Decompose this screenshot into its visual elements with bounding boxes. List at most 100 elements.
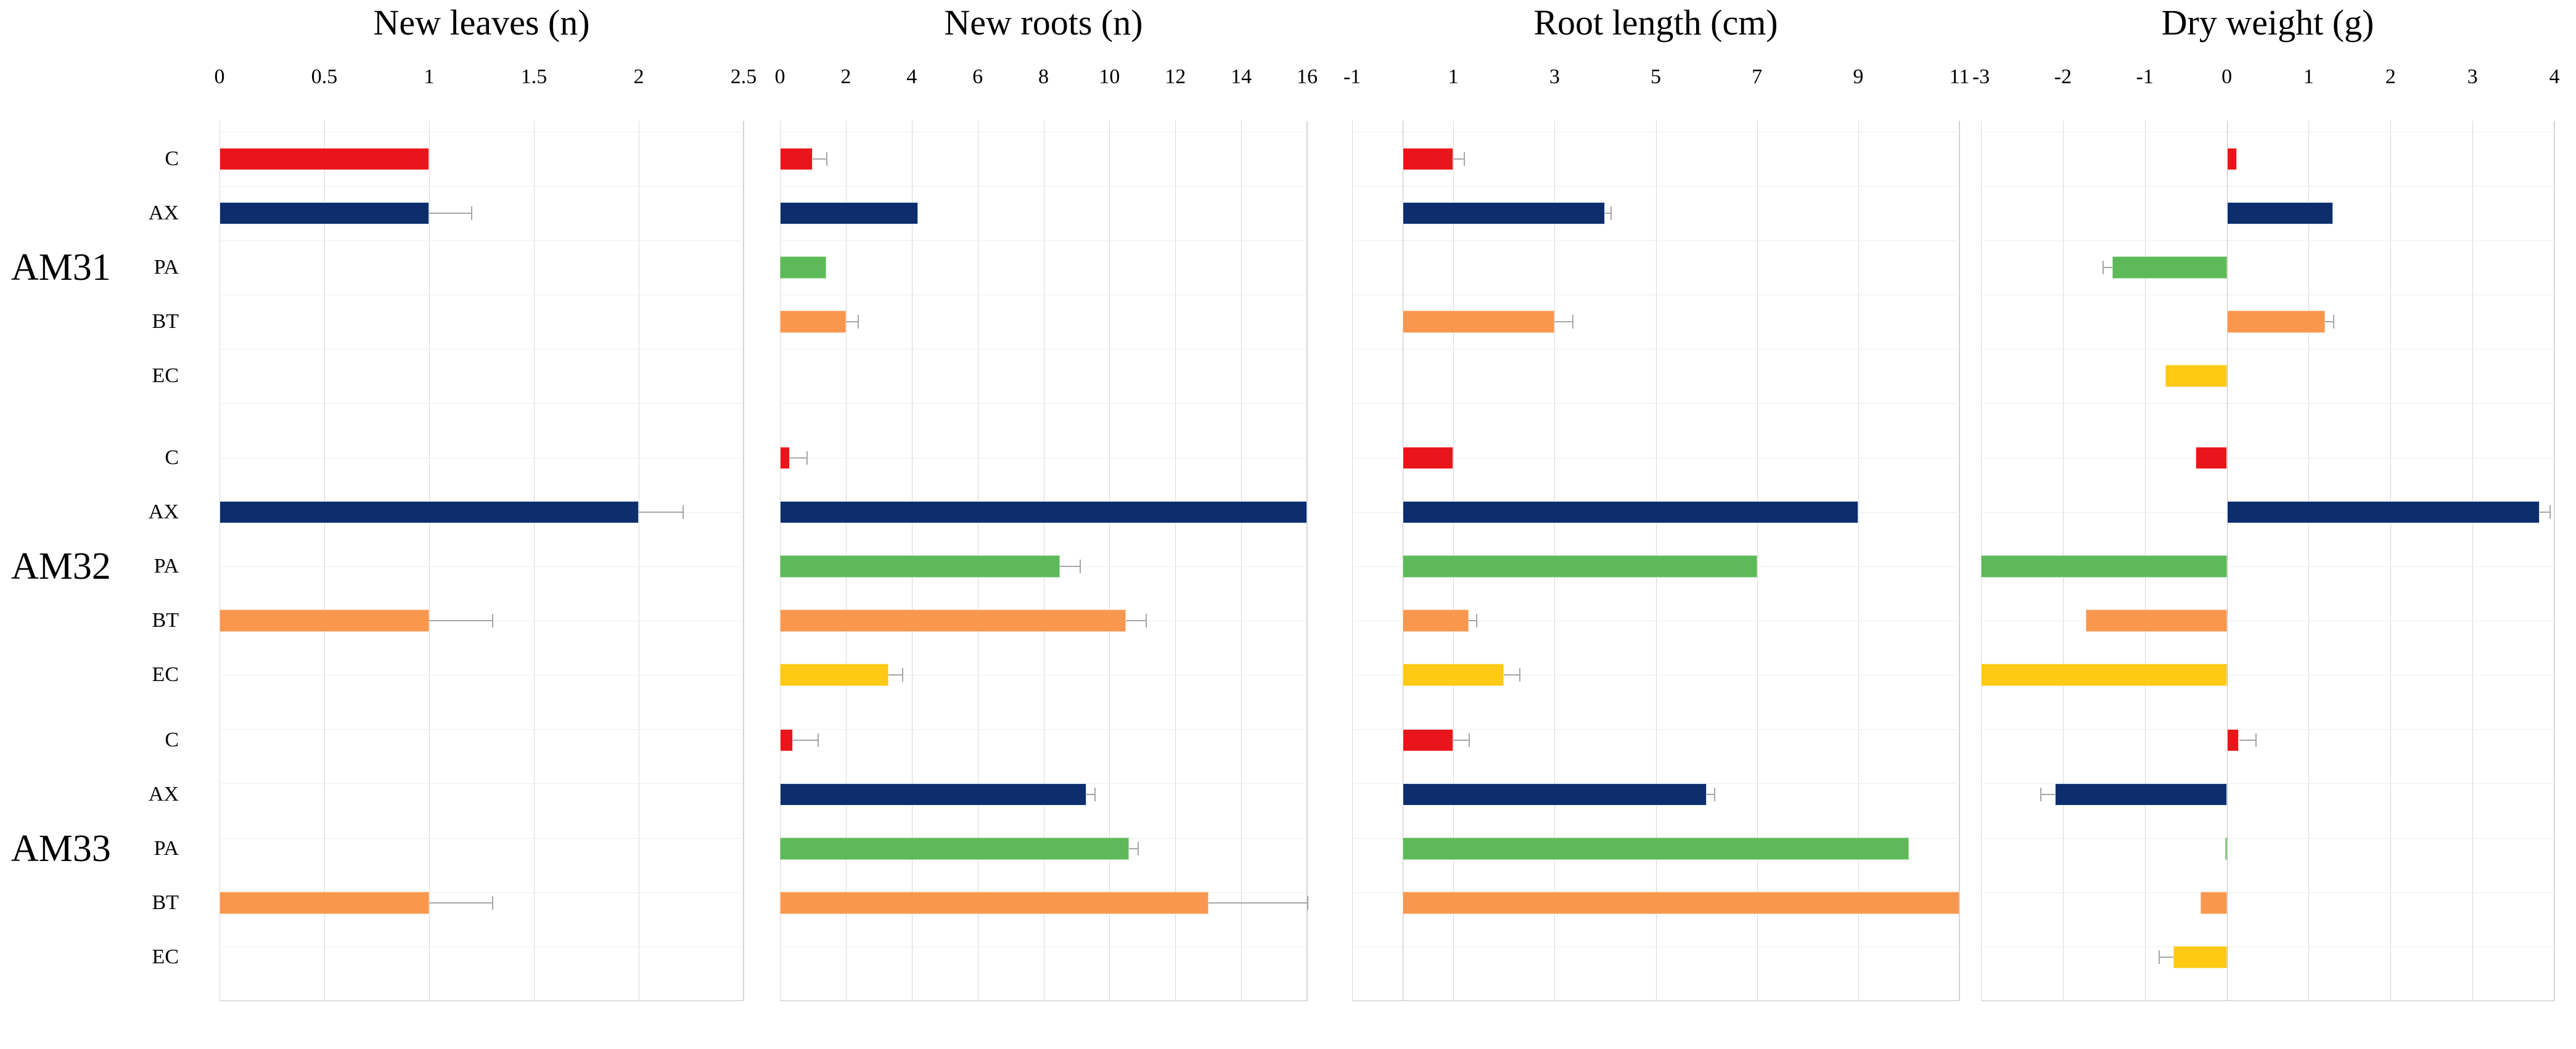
gridline-v-3-5 <box>2390 121 2392 1001</box>
xtick-0-4: 2 <box>633 65 644 88</box>
bar-root-am31-ax <box>1403 202 1606 224</box>
gridline-v-3-4 <box>2308 121 2310 1001</box>
error-bar-2-0-0 <box>1453 158 1464 160</box>
gridline-h-2-0 <box>1352 131 1959 133</box>
error-cap-1-2-1 <box>1094 788 1096 802</box>
gridline-h-0-14 <box>219 892 744 893</box>
bar-new-am32-pa <box>780 555 1060 578</box>
gridline-v-2-4 <box>1757 121 1758 1001</box>
xtick-0-0: 0 <box>214 65 225 88</box>
bar-dry-am32-c <box>2196 446 2227 469</box>
bar-root-am31-bt <box>1403 311 1555 333</box>
gridline-h-2-5 <box>1352 403 1959 404</box>
bar-dry-am31-pa <box>2112 256 2227 279</box>
bar-new-am31-pa <box>780 256 826 279</box>
error-bar-2-1-4 <box>1504 674 1519 676</box>
gridline-h-2-6 <box>1352 457 1959 459</box>
xtick-1-0: 0 <box>774 65 786 88</box>
error-cap-2-2-0 <box>1468 733 1470 747</box>
row-label-am33-ax: AX <box>148 783 179 806</box>
xtick-3-3: 0 <box>2221 65 2233 88</box>
bar-root-am32-c <box>1403 446 1454 469</box>
row-label-am31-bt: BT <box>152 310 179 333</box>
gridline-h-3-16 <box>1981 1001 2554 1002</box>
error-cap-2-0-1 <box>1610 206 1612 220</box>
error-cap-2-0-3 <box>1572 315 1574 329</box>
error-cap-0-1-3 <box>492 613 493 627</box>
xtick-2-6: 11 <box>1949 65 1970 88</box>
panel-title-1: New roots (n) <box>944 2 1143 43</box>
error-bar-3-2-4 <box>2159 957 2174 958</box>
gridline-v-1-6 <box>1175 121 1176 1001</box>
bar-root-am33-ax <box>1403 783 1707 806</box>
bar-dry-am33-ec <box>2173 946 2227 969</box>
error-cap-1-2-0 <box>818 733 819 747</box>
zero-line-3 <box>2226 121 2228 1001</box>
plot-right-border-1 <box>1306 121 1307 1001</box>
row-label-am32-bt: BT <box>152 608 179 632</box>
gridline-h-1-1 <box>780 186 1307 187</box>
row-label-am31-ax: AX <box>148 201 179 224</box>
error-cap-3-2-1 <box>2040 788 2041 802</box>
error-cap-3-1-1 <box>2549 505 2551 519</box>
gridline-h-0-12 <box>219 783 744 785</box>
gridline-v-2-5 <box>1858 121 1859 1001</box>
gridline-h-3-10 <box>1981 675 2554 676</box>
bar-new-am32-ax <box>780 500 1307 523</box>
gridline-h-3-5 <box>1981 403 2554 404</box>
error-bar-1-2-2 <box>1129 848 1138 850</box>
error-cap-3-2-0 <box>2255 733 2257 747</box>
row-label-am32-ec: EC <box>152 663 179 687</box>
error-cap-1-2-3 <box>1307 896 1308 910</box>
error-cap-2-1-4 <box>1519 668 1520 682</box>
error-bar-2-1-3 <box>1468 619 1477 621</box>
error-cap-0-2-3 <box>492 896 493 910</box>
xtick-3-5: 2 <box>2385 65 2396 88</box>
error-bar-0-0-1 <box>429 212 471 214</box>
plot-area-0 <box>219 121 744 1002</box>
row-label-am33-bt: BT <box>152 891 179 915</box>
error-cap-2-1-3 <box>1476 613 1478 627</box>
gridline-v-0-0 <box>219 121 220 1001</box>
gridline-h-3-14 <box>1981 892 2554 893</box>
row-label-am31-c: C <box>165 147 179 170</box>
gridline-h-3-8 <box>1981 566 2554 567</box>
panel-title-3: Dry weight (g) <box>2161 2 2374 43</box>
bar-dry-am33-pa <box>2225 838 2227 860</box>
row-label-am32-ax: AX <box>148 500 179 523</box>
gridline-v-0-1 <box>324 121 325 1001</box>
plot-bottom-border-0 <box>219 1000 744 1001</box>
plot-right-border-0 <box>743 121 744 1001</box>
bar-dry-am31-c <box>2226 147 2237 170</box>
bar-dry-am31-bt <box>2226 311 2325 333</box>
error-bar-3-0-3 <box>2325 321 2334 323</box>
gridline-h-1-16 <box>780 1001 1307 1002</box>
error-cap-1-0-3 <box>857 315 859 329</box>
xtick-3-0: -3 <box>1972 65 1990 88</box>
gridline-h-0-5 <box>219 403 744 404</box>
error-cap-1-0-0 <box>826 152 827 166</box>
error-bar-1-1-2 <box>1060 565 1080 567</box>
bar-dry-am31-ec <box>2165 365 2227 388</box>
gridline-h-3-0 <box>1981 131 2554 133</box>
error-bar-1-2-1 <box>1086 794 1095 796</box>
error-bar-1-2-0 <box>793 739 818 741</box>
xtick-2-5: 9 <box>1853 65 1864 88</box>
xtick-1-2: 4 <box>906 65 917 88</box>
error-bar-1-1-3 <box>1126 619 1146 621</box>
bar-root-am32-ec <box>1403 664 1504 687</box>
error-bar-3-2-0 <box>2239 739 2256 741</box>
bar-root-am32-bt <box>1403 609 1469 632</box>
group-label-am31: AM31 <box>11 247 111 288</box>
row-label-am32-pa: PA <box>154 554 179 578</box>
gridline-v-2-0 <box>1352 121 1353 1001</box>
bar-dry-am33-bt <box>2201 892 2227 915</box>
error-bar-0-2-3 <box>429 902 492 904</box>
group-label-am33: AM33 <box>11 828 111 870</box>
gridline-h-0-10 <box>219 675 744 676</box>
xtick-3-2: -1 <box>2136 65 2154 88</box>
bar-new-am32-bt <box>219 609 429 632</box>
bar-new-am32-c <box>780 446 790 469</box>
bar-root-am33-c <box>1403 729 1454 751</box>
bar-dry-am32-ax <box>2226 500 2540 523</box>
